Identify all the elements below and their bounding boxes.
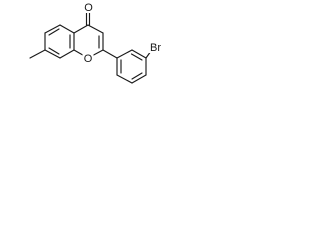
bond-aryl-2: [131, 49, 147, 59]
aryl-link-bond: [102, 49, 118, 59]
bromophenyl-ring: [116, 49, 147, 84]
double-bond-aryl-a: [130, 53, 143, 61]
pyranone-ring: [73, 12, 104, 59]
bond-benzo-4: [59, 49, 75, 59]
double-bond-benzo-a: [48, 28, 60, 36]
bond-aryl-5: [116, 74, 133, 84]
chemical-structure-diagram: O O Br: [29, 1, 165, 84]
carbonyl-oxygen-label: O: [84, 2, 93, 14]
bond-benzo-1: [44, 24, 61, 34]
methyl-bond: [29, 49, 46, 59]
ring-oxygen-label: O: [84, 53, 93, 65]
double-bond-benzo-c: [48, 47, 60, 55]
bromine-label: Br: [150, 42, 161, 54]
bond-benzo-2: [59, 24, 75, 34]
ring-oxygen-label-bg: [82, 52, 94, 64]
double-bond-aryl-b: [131, 72, 143, 80]
bond-benzo-5: [44, 49, 61, 59]
bond-pyran-2: [87, 24, 104, 34]
bromine-label-bg: [148, 41, 165, 53]
bond-aryl-1: [116, 49, 133, 59]
benzo-ring: [44, 24, 75, 59]
bond-aryl-4: [131, 74, 147, 84]
bond-pyran-1: [73, 24, 89, 34]
carbonyl-oxygen-label-bg: [83, 1, 94, 13]
